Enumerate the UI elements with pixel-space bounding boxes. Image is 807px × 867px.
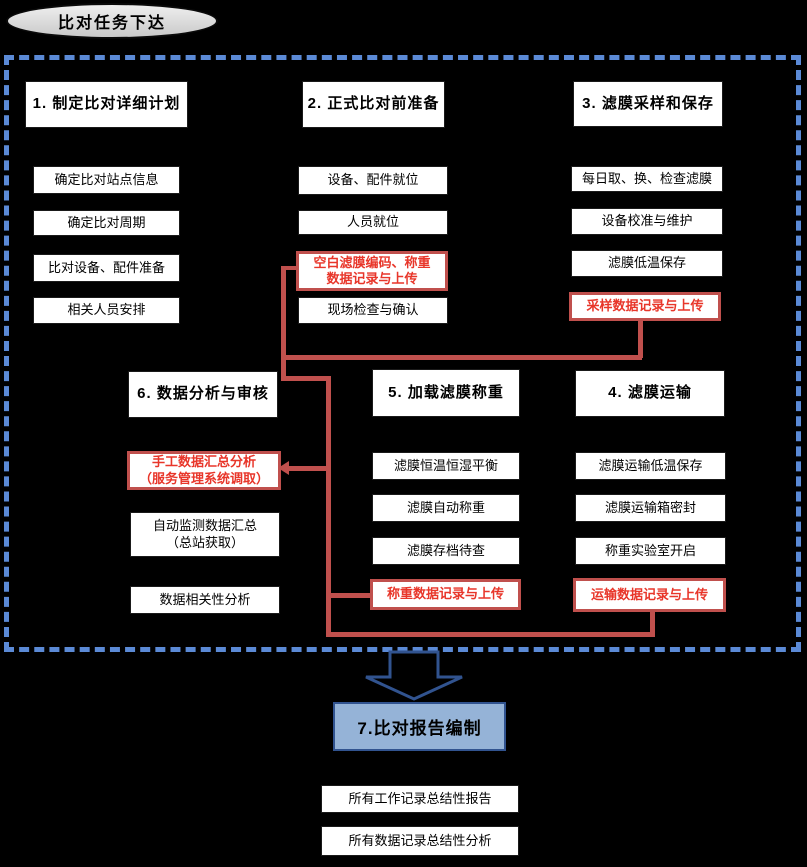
connector-trunk-vertical [326,376,331,637]
step2-title: 2. 正式比对前准备 [307,95,440,113]
step1-item-site-info: 确定比对站点信息 [33,166,180,194]
step2-item-blank-filter-record: 空白滤膜编码、称重 数据记录与上传 [296,251,448,291]
connector-weighing-branch [331,593,372,598]
step7-report-box: 7.比对报告编制 [333,702,506,751]
connector-sampling-drop [638,320,643,358]
step5-title: 5. 加载滤膜称重 [388,383,504,401]
report-item-data-summary: 所有数据记录总结性分析 [321,826,519,856]
step4-item-transport-record: 运输数据记录与上传 [573,578,726,612]
step2-header: 2. 正式比对前准备 [302,81,445,128]
step5-item-weighing-record: 称重数据记录与上传 [370,579,521,610]
step3-item-daily-filter: 每日取、换、检查滤膜 [571,166,723,192]
step6-item-auto-summary: 自动监测数据汇总 （总站获取） [130,512,280,557]
process-boundary [4,55,801,652]
step4-item-lab-open: 称重实验室开启 [575,537,726,565]
step6-header: 6. 数据分析与审核 [128,371,278,418]
step3-item-calibration: 设备校准与维护 [571,208,723,235]
start-ellipse: 比对任务下达 [6,3,218,39]
step4-header: 4. 滤膜运输 [575,370,725,417]
step3-item-sampling-record: 采样数据记录与上传 [569,292,721,321]
step2-item-personnel-ready: 人员就位 [298,210,448,235]
step1-item-personnel: 相关人员安排 [33,297,180,324]
step1-title: 1. 制定比对详细计划 [32,95,181,113]
connector-stub-blank-filter [281,266,297,270]
step2-item-site-check: 现场检查与确认 [298,297,448,324]
connector-horizontal-main [281,355,642,360]
step5-item-auto-weighing: 滤膜自动称重 [372,494,520,522]
step2-item-equipment-ready: 设备、配件就位 [298,166,448,195]
start-label: 比对任务下达 [57,15,166,32]
connector-left-vertical [281,266,286,380]
connector-bottom-horizontal [326,632,655,637]
step6-item-correlation: 数据相关性分析 [130,586,280,614]
analysis-arrowhead-icon [278,461,289,475]
step3-item-cold-storage: 滤膜低温保存 [571,250,723,277]
step1-header: 1. 制定比对详细计划 [25,81,188,128]
step3-title: 3. 滤膜采样和保存 [582,94,714,112]
connector-into-analysis [289,466,327,471]
step4-title: 4. 滤膜运输 [608,384,692,402]
step4-item-transport-cold: 滤膜运输低温保存 [575,452,726,480]
step1-item-cycle: 确定比对周期 [33,210,180,236]
step4-item-box-seal: 滤膜运输箱密封 [575,494,726,522]
step5-item-archive: 滤膜存档待查 [372,537,520,565]
step7-title: 7.比对报告编制 [357,719,482,738]
report-item-work-summary: 所有工作记录总结性报告 [321,785,519,813]
down-block-arrow-icon [365,650,463,701]
step3-header: 3. 滤膜采样和保存 [573,81,723,127]
step6-item-manual-summary: 手工数据汇总分析 （服务管理系统调取） [127,451,281,490]
step1-item-equipment-prep: 比对设备、配件准备 [33,254,180,282]
step6-title: 6. 数据分析与审核 [137,385,269,403]
connector-transport-drop [650,611,655,634]
connector-corner-horizontal [281,376,331,381]
step5-item-equilibrium: 滤膜恒温恒湿平衡 [372,452,520,480]
step5-header: 5. 加载滤膜称重 [372,369,520,417]
